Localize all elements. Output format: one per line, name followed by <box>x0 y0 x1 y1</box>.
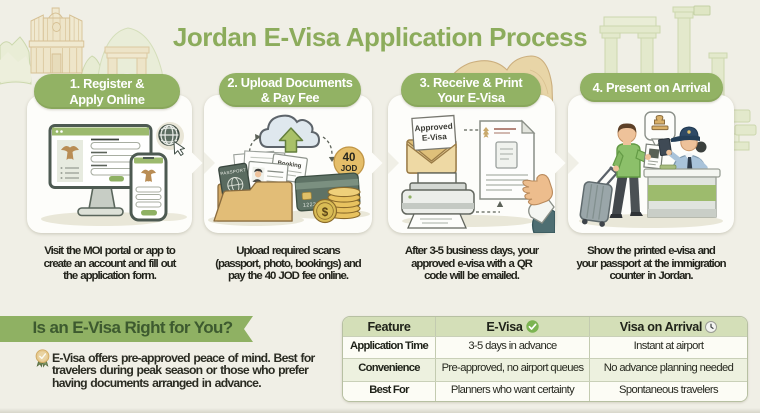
svg-text:$: $ <box>322 207 329 219</box>
svg-text:40: 40 <box>343 152 356 164</box>
svg-text:PASSPORT: PASSPORT <box>220 167 246 176</box>
svg-text:JOD: JOD <box>341 164 358 173</box>
svg-text:E-Visa: E-Visa <box>422 132 448 143</box>
svg-text:Booking: Booking <box>277 160 302 169</box>
svg-text:Approved: Approved <box>414 122 453 134</box>
